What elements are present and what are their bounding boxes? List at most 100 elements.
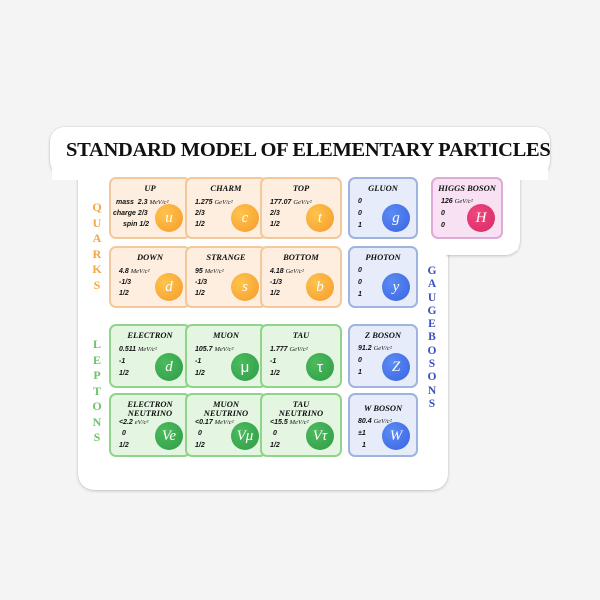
symbol-b-icon: b [306,273,334,301]
particle-tile-top[interactable]: TOP 177.07 GeV/c² 2/3 1/2 t [260,177,342,239]
charge-row: charge 2/3 [113,210,148,217]
charge-row: 0 [122,430,126,437]
particle-name: TOP [292,183,310,193]
symbol-z-icon: Z [382,353,410,381]
mass-row: <0.17 MeV/c² [195,419,234,426]
charge-row: 0 [358,357,362,364]
symbol-c-icon: c [231,204,259,232]
mass-row: 95 MeV/c² [195,268,224,275]
mass-row: 4.18 GeV/c² [270,268,304,275]
particle-tile-muon[interactable]: MUON 105.7 MeV/c² -1 1/2 μ [185,324,267,388]
mass-row: mass 2.3 MeV/c² [116,199,169,206]
mass-row: 80.4 GeV/c² [358,418,392,425]
charge-row: 0 [358,210,362,217]
particle-tile-bottom[interactable]: BOTTOM 4.18 GeV/c² -1/3 1/2 b [260,246,342,308]
particle-name: HIGGS BOSON [438,183,496,193]
spin-row: 1/2 [119,370,129,377]
spin-row: 1/2 [119,442,129,449]
mass-row: 91.2 GeV/c² [358,345,392,352]
charge-row: -1 [119,358,126,365]
spin-row: 1/2 [195,290,205,297]
spin-row: spin 1/2 [123,221,150,228]
symbol-mu-icon: μ [231,353,259,381]
particle-tile-z-boson[interactable]: Z BOSON 91.2 GeV/c² 0 1 Z [348,324,418,388]
mass-row: <2.2 eV/c² [119,419,149,426]
particle-name: ELECTRON [127,330,173,340]
symbol-u-icon: u [155,204,183,232]
mass-row: <15.5 MeV/c² [270,419,309,426]
particle-tile-tau[interactable]: TAU 1.777 GeV/c² -1 1/2 τ [260,324,342,388]
particle-tile-photon[interactable]: PHOTON 0 0 1 y [348,246,418,308]
spin-row: 1 [362,442,366,449]
particle-name: DOWN [137,252,163,262]
mass-row: 4.8 MeV/c² [119,268,150,275]
mass-row: 126 GeV/c² [441,198,473,205]
charge-row: -1 [270,358,277,365]
symbol-t-icon: t [306,204,334,232]
charge-row: 0 [198,430,202,437]
particle-tile-electron[interactable]: ELECTRON 0.511 MeV/c² -1 1/2 d [109,324,191,388]
particle-name: PHOTON [365,252,401,262]
symbol-w-icon: W [382,422,410,450]
particle-name: TAU [292,330,310,340]
particle-name: Z BOSON [364,330,402,340]
particle-name: GLUON [368,183,398,193]
spin-row: 1/2 [270,221,280,228]
symbol-electron-icon: d [155,353,183,381]
particle-tile-w-boson[interactable]: W BOSON 80.4 GeV/c² ±1 1 W [348,393,418,457]
symbol-higgs-icon: H [467,204,495,232]
charge-row: -1/3 [119,279,132,286]
particle-tile-charm[interactable]: CHARM 1.275 GeV/c² 2/3 1/2 c [185,177,267,239]
particle-tile-higgs[interactable]: HIGGS BOSON 126 GeV/c² 0 0 H [431,177,503,239]
symbol-photon-icon: y [382,273,410,301]
spin-row: 0 [441,222,445,229]
spin-row: 1/2 [270,370,280,377]
mass-row: 1.777 GeV/c² [270,346,308,353]
particle-name: UP [144,183,156,193]
mass-row: 1.275 GeV/c² [195,199,233,206]
particle-name: BOTTOM [283,252,319,262]
symbol-tau-icon: τ [306,353,334,381]
spin-row: 1/2 [119,290,129,297]
mass-row: 0 [358,198,362,205]
charge-row: -1 [195,358,202,365]
particle-tile-up[interactable]: UP mass 2.3 MeV/c² charge 2/3 spin 1/2 u [109,177,191,239]
symbol-gluon-icon: g [382,204,410,232]
spin-row: 1/2 [195,370,205,377]
spin-row: 1 [358,291,362,298]
charge-row: 0 [441,210,445,217]
charge-row: -1/3 [270,279,283,286]
charge-row: 0 [273,430,277,437]
mass-row: 177.07 GeV/c² [270,199,312,206]
spin-row: 1/2 [270,442,280,449]
symbol-tau-neutrino-icon: Vτ [306,422,334,450]
mass-row: 0 [358,267,362,274]
spin-row: 1/2 [270,290,280,297]
symbol-electron-neutrino-icon: Ve [155,422,183,450]
symbol-s-icon: s [231,273,259,301]
mass-row: 105.7 MeV/c² [195,346,234,353]
charge-row: ±1 [358,430,366,437]
particle-tile-gluon[interactable]: GLUON 0 0 1 g [348,177,418,239]
spin-row: 1/2 [195,442,205,449]
charge-row: 2/3 [195,210,205,217]
mass-row: 0.511 MeV/c² [119,346,157,353]
charge-row: -1/3 [195,279,208,286]
symbol-d-icon: d [155,273,183,301]
charge-row: 2/3 [270,210,280,217]
particle-tile-down[interactable]: DOWN 4.8 MeV/c² -1/3 1/2 d [109,246,191,308]
spin-row: 1/2 [195,221,205,228]
symbol-muon-neutrino-icon: Vμ [231,422,259,450]
spin-row: 1 [358,222,362,229]
particle-name: MUON [213,330,239,340]
particle-tile-strange[interactable]: STRANGE 95 MeV/c² -1/3 1/2 s [185,246,267,308]
